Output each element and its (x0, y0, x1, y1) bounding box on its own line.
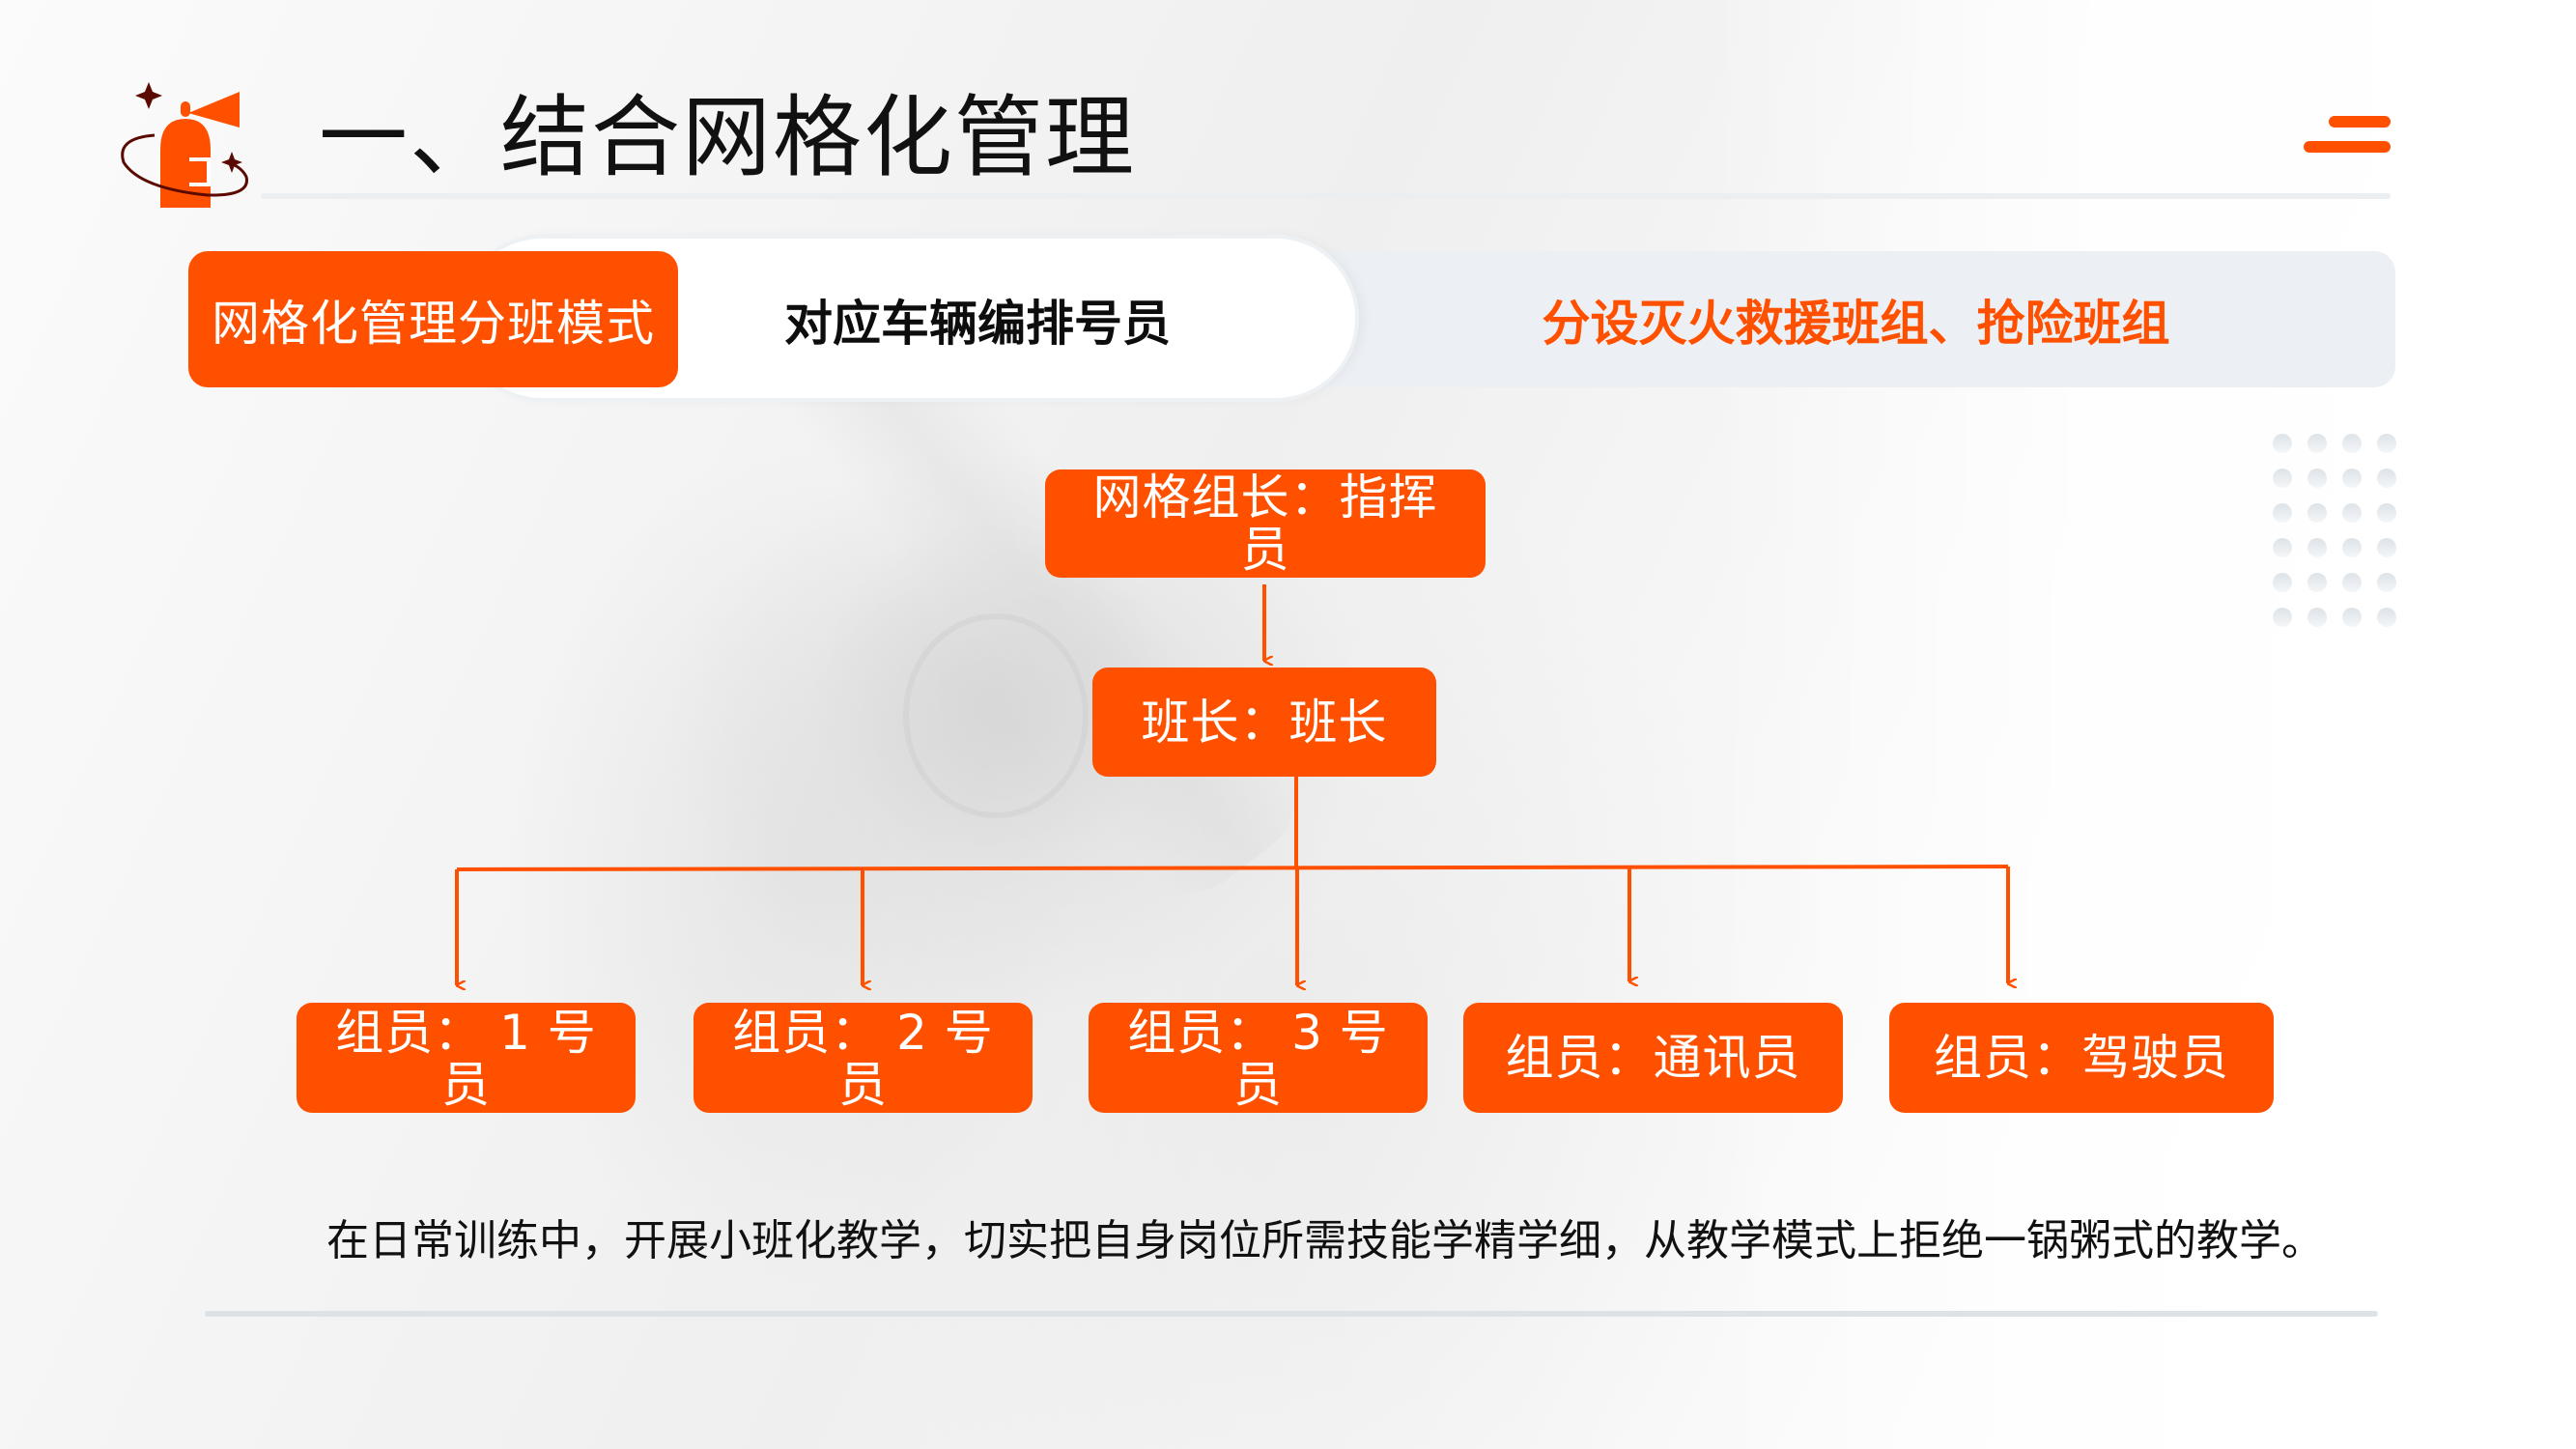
node-member-3: 组员： 3 号员 (1089, 1003, 1428, 1113)
node-squad-leader: 班长：班长 (1092, 668, 1436, 777)
fire-extinguisher-icon (121, 82, 248, 208)
menu-line-short (2329, 116, 2391, 128)
background-photo-gauge (903, 613, 1089, 818)
node-member-2: 组员： 2 号员 (694, 1003, 1033, 1113)
menu-lines-icon[interactable] (2299, 114, 2391, 153)
node-grid-leader: 网格组长：指挥员 (1045, 469, 1486, 578)
page-title: 一、结合网格化管理 (319, 86, 1137, 189)
caption-text: 在日常训练中，开展小班化教学，切实把自身岗位所需技能学精学细，从教学模式上拒绝一… (326, 1216, 2324, 1265)
tab-grid-management-mode[interactable]: 网格化管理分班模式 (188, 251, 678, 387)
tab-rescue-and-emergency-teams[interactable]: 分设灭火救援班组、抢险班组 (1542, 295, 2170, 352)
menu-line-long (2304, 141, 2391, 153)
dot-grid-decoration (2273, 434, 2396, 627)
node-member-driver: 组员：驾驶员 (1889, 1003, 2274, 1113)
title-divider (261, 193, 2391, 199)
node-member-1: 组员： 1 号员 (297, 1003, 636, 1113)
background-fade (1707, 0, 2576, 1449)
node-member-communicator: 组员：通讯员 (1463, 1003, 1843, 1113)
bottom-divider (205, 1311, 2378, 1317)
tab-vehicle-crew-assignment[interactable]: 对应车辆编排号员 (784, 295, 1171, 352)
